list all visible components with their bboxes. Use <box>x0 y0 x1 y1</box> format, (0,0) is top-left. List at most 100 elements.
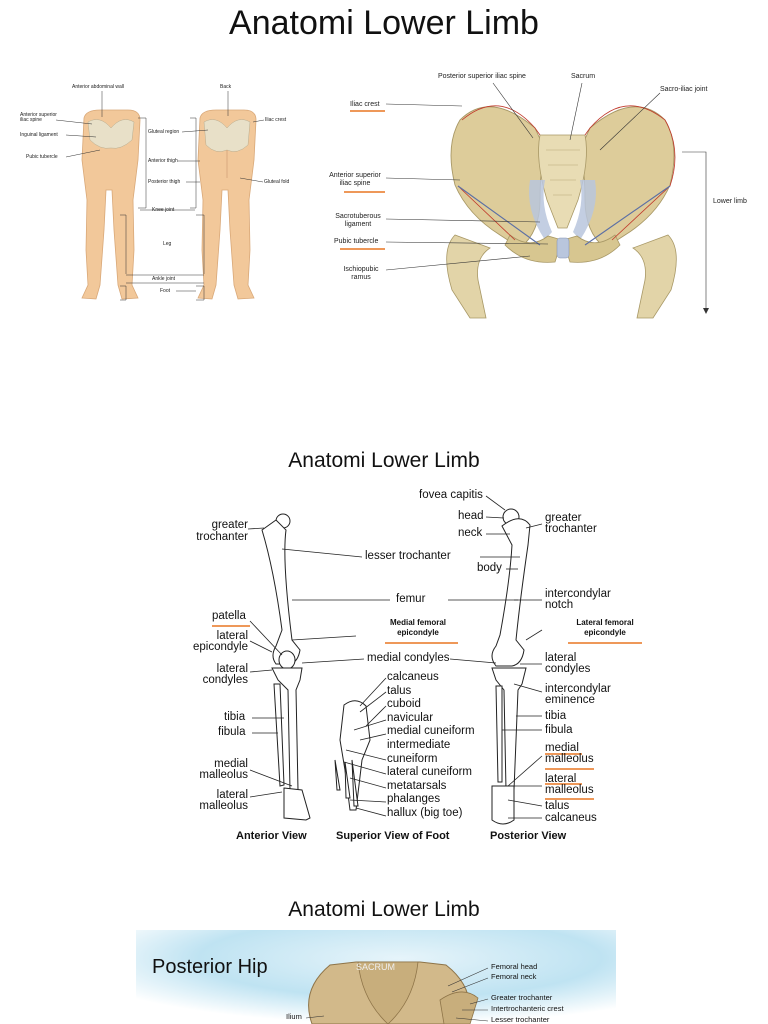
label-calcaneus-post: calcaneus <box>545 812 597 824</box>
label-pubic-tubercle: Pubic tubercle <box>26 154 58 160</box>
foot-label-item: phalanges <box>387 793 441 806</box>
label-greater-trochanter-post-1: greater <box>545 512 582 524</box>
label-talus-post: talus <box>545 800 570 812</box>
label-sacrum-pelvis: Sacrum <box>571 73 596 80</box>
label-leg: Leg <box>163 241 172 247</box>
posterior-hip-heading: Posterior Hip <box>152 956 268 978</box>
label-ischiopubic-line2: ramus <box>351 274 371 281</box>
foot-label-item: intermediate <box>387 739 451 751</box>
label-medial-femoral-epicondyle: Medial femoral epicondyle <box>385 618 451 638</box>
foot-label-item: talus <box>387 684 412 697</box>
label-patella: patella <box>212 610 246 622</box>
label-tibia-post: tibia <box>545 710 567 722</box>
foot-label-item: calcaneus <box>387 671 439 683</box>
label-lateral-malleolus-post: lateral malleolus <box>545 773 594 796</box>
label-intercondylar-eminence-2: eminence <box>545 694 595 706</box>
label-lateral-epicondyle-2: epicondyle <box>193 641 248 653</box>
label-knee-joint: Knee joint <box>152 207 175 213</box>
label-sacroiliac-joint: Sacro-iliac joint <box>660 86 708 93</box>
label-tibia-ant: tibia <box>224 711 246 723</box>
front-body-figure <box>81 109 141 300</box>
label-lesser-trochanter: lesser trochanter <box>365 550 451 562</box>
label-lateral-condyles-post: lateral condyles <box>545 652 591 675</box>
label-body: body <box>477 562 502 574</box>
label-psis: Posterior superior iliac spine <box>438 73 526 80</box>
label-asis-line1: Anterior superior <box>329 172 381 179</box>
foot-label-item: cuneiform <box>387 752 438 765</box>
label-medial-malleolus-post-1: medial <box>545 742 579 754</box>
label-ischiopubic: Ischiopubic ramus <box>338 266 384 282</box>
label-greater-trochanter-post: greater trochanter <box>545 512 597 535</box>
label-inguinal-ligament: Inguinal ligament <box>20 132 58 138</box>
label-sacrotuberous: Sacrotuberous ligament <box>330 213 386 229</box>
label-medial-malleolus-post-2: malleolus <box>545 753 594 765</box>
label-neck: neck <box>458 527 483 539</box>
slide3-title: Anatomi Lower Limb <box>288 898 480 921</box>
label-greater-trochanter-ant: greater <box>210 519 248 531</box>
label-intertrochanteric-crest: Intertrochanteric crest <box>491 1004 564 1013</box>
label-lateral-malleolus-post-1: lateral <box>545 773 577 785</box>
label-gluteal-region: Gluteal region <box>148 129 180 135</box>
foot-label-item: metatarsals <box>387 779 447 792</box>
slide2-title: Anatomi Lower Limb <box>288 449 480 472</box>
pelvis-illustration <box>340 82 709 319</box>
foot-label-item: navicular <box>387 711 434 724</box>
label-ankle-joint: Ankle joint <box>152 276 176 282</box>
view-title-posterior: Posterior View <box>490 830 567 842</box>
label-intercondylar-notch-2: notch <box>545 599 574 611</box>
label-medial-malleolus-ant-2: malleolus <box>199 769 248 781</box>
label-greater-trochanter-hip: Greater trochanter <box>491 993 553 1002</box>
label-lateral-epicondyle-1: lateral <box>216 630 248 642</box>
label-asis: Anterior superior iliac spine <box>20 112 57 123</box>
view-title-anterior: Anterior View <box>236 830 307 842</box>
label-lateral-condyles-ant-1: lateral <box>216 663 248 675</box>
label-femoral-head: Femoral head <box>491 962 538 971</box>
label-greater-trochanter-ant-2: trochanter <box>196 531 248 543</box>
label-lower-limb: Lower limb <box>713 198 747 205</box>
label-lateral-condyles-post-1: lateral <box>545 652 577 664</box>
label-femoral-neck: Femoral neck <box>491 972 537 981</box>
sacrum-label: SACRUM <box>356 962 396 972</box>
label-femur: femur <box>396 593 426 605</box>
label-iliac-crest-body: Iliac crest <box>265 117 287 123</box>
body-figures-illustration <box>55 91 265 301</box>
label-asis-pelvis: Anterior superior iliac spine <box>324 172 386 188</box>
slide1-title: Anatomi Lower Limb <box>229 4 539 42</box>
foot-label-item: hallux (big toe) <box>387 807 463 819</box>
label-intercondylar-eminence: intercondylar eminence <box>545 683 611 706</box>
label-posterior-thigh: Posterior thigh <box>148 179 181 185</box>
label-lateral-condyles-ant-2: condyles <box>202 674 248 686</box>
label-medial-condyles: medial condyles <box>367 652 450 664</box>
label-fibula-post: fibula <box>545 724 573 736</box>
label-medial-malleolus-post: medial malleolus <box>545 742 594 765</box>
label-intercondylar-notch: intercondylar notch <box>545 588 611 611</box>
label-fovea-capitis: fovea capitis <box>419 489 483 501</box>
label-ilium: Ilium <box>286 1012 302 1021</box>
label-fibula-ant: fibula <box>218 726 246 738</box>
label-back: Back <box>220 84 232 90</box>
label-pubic-tubercle-pelvis: Pubic tubercle <box>334 238 379 245</box>
label-sacrotuberous-line2: ligament <box>344 221 372 228</box>
label-lateral-femoral-1: Lateral femoral <box>576 618 634 627</box>
label-greater-trochanter-post-2: trochanter <box>545 523 597 535</box>
label-lateral-epicondyle: lateral epicondyle <box>192 630 248 653</box>
label-asis-line2: iliac spine <box>339 180 371 187</box>
label-lateral-malleolus-ant-2: malleolus <box>199 800 248 812</box>
label-anterior-thigh: Anterior thigh <box>148 158 178 164</box>
label-lateral-malleolus-post-2: malleolus <box>545 784 594 796</box>
label-anterior-abdominal-wall: Anterior abdominal wall <box>72 84 124 90</box>
label-gluteal-fold: Gluteal fold <box>264 179 290 185</box>
foot-label-item: medial cuneiform <box>387 725 475 738</box>
label-medial-malleolus-ant-1: medial <box>214 758 248 770</box>
label-medial-femoral-2: epicondyle <box>397 628 439 637</box>
label-lateral-malleolus-ant: lateral malleolus <box>192 789 248 812</box>
label-lateral-condyles-post-2: condyles <box>545 663 591 675</box>
foot-label-item: cuboid <box>387 698 421 711</box>
label-lateral-femoral-epicondyle: Lateral femoral epicondyle <box>568 618 642 638</box>
label-foot: Foot <box>160 288 171 294</box>
label-lateral-malleolus-ant-1: lateral <box>216 789 248 801</box>
label-head: head <box>458 510 484 522</box>
label-iliac-crest-pelvis: Iliac crest <box>350 101 380 108</box>
